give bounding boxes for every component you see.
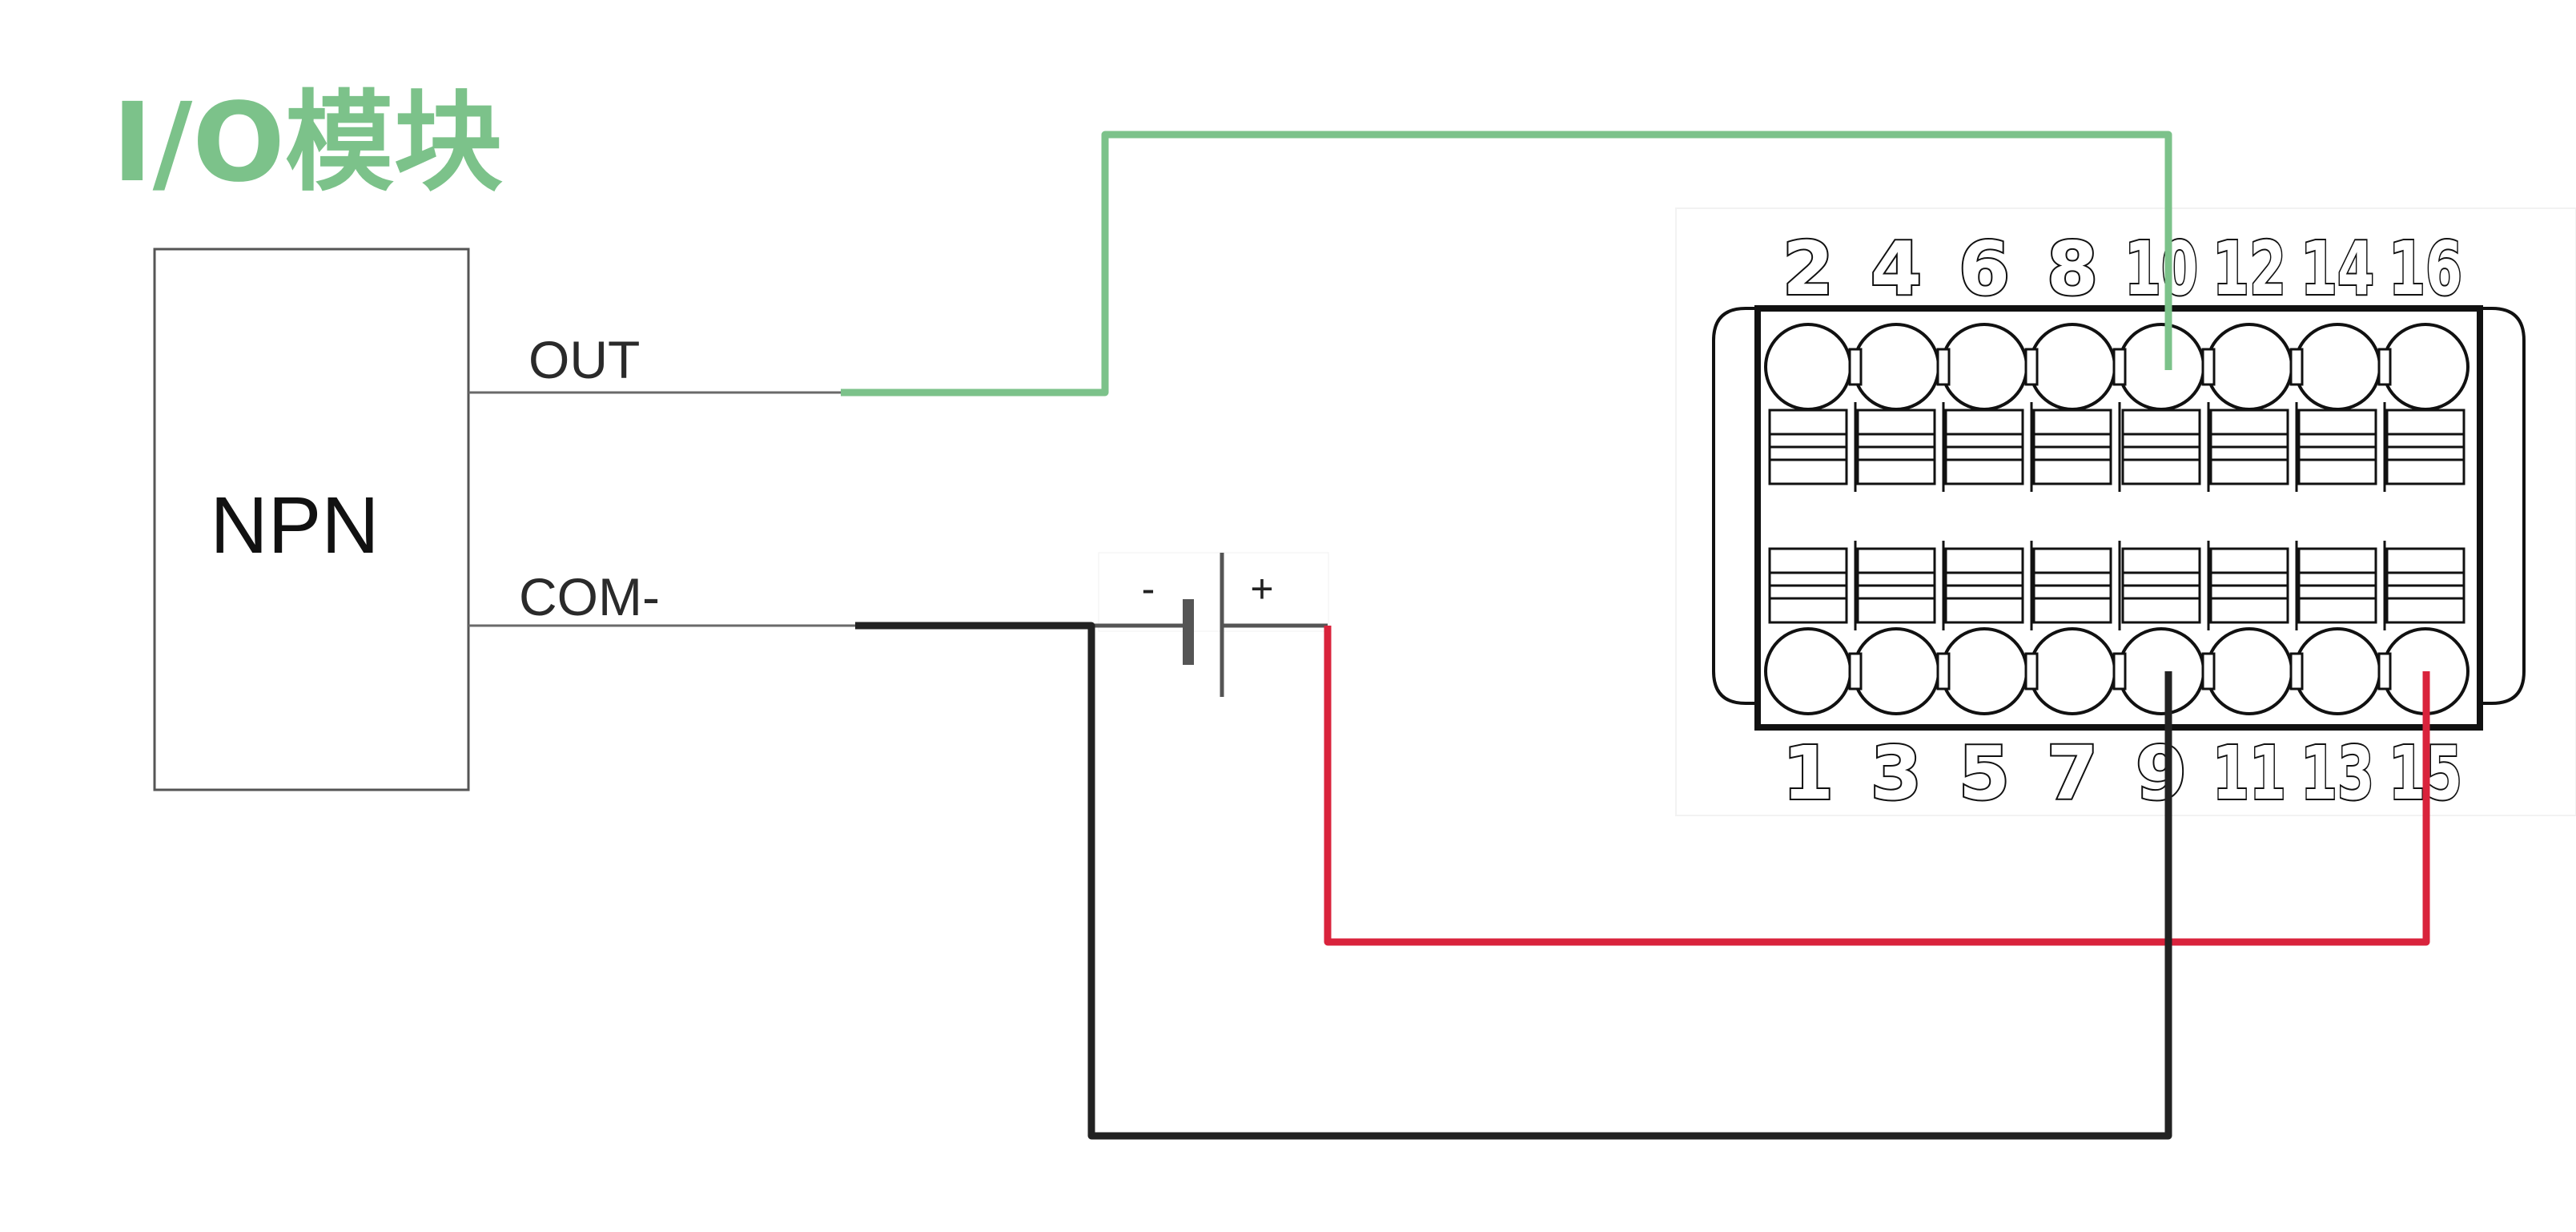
top-screw-divider [1936, 348, 1951, 386]
battery-symbol: - + [1091, 552, 1329, 697]
top-pin-label-2: 2 [1782, 226, 1834, 312]
positive-wire-red [1324, 626, 2430, 946]
top-screw-divider [2024, 348, 2039, 386]
bottom-pin-label-1: 1 [1782, 731, 1834, 816]
top-screw-4 [1852, 323, 1940, 411]
bottom-pin-label-7: 7 [2047, 731, 2098, 816]
top-screw-divider [2377, 348, 2392, 386]
bottom-pin-label-13: 13 [2301, 731, 2374, 816]
terminal-block-frame [1754, 305, 2483, 731]
top-screw-10 [2117, 323, 2205, 411]
top-screw-divider [2201, 348, 2216, 386]
terminal-block-right-bracket [2480, 307, 2526, 705]
top-screw-2 [1764, 323, 1852, 411]
bottom-screw-13 [2293, 627, 2381, 715]
bottom-screw-7 [2028, 627, 2116, 715]
top-screw-row [1764, 323, 2470, 411]
battery-background [1098, 552, 1329, 632]
terminal-block-left-bracket [1712, 307, 1758, 705]
top-pin-label-6: 6 [1959, 226, 2010, 312]
bottom-screw-divider [2377, 652, 2392, 690]
top-screw-12 [2205, 323, 2293, 411]
bottom-screw-1 [1764, 627, 1852, 715]
bottom-screw-divider [1848, 652, 1863, 690]
battery-plus-label: + [1250, 566, 1273, 611]
bottom-screw-divider [2201, 652, 2216, 690]
battery-minus-label: - [1142, 566, 1155, 611]
bottom-screw-3 [1852, 627, 1940, 715]
bottom-screw-divider [2024, 652, 2039, 690]
bottom-screw-5 [1940, 627, 2028, 715]
top-pin-label-10: 10 [2124, 226, 2198, 312]
top-screw-8 [2028, 323, 2116, 411]
out-wire-green [841, 131, 2172, 397]
bottom-pin-label-11: 11 [2212, 731, 2286, 816]
top-screw-divider [2289, 348, 2304, 386]
top-screw-6 [1940, 323, 2028, 411]
com-label: COM- [519, 567, 660, 626]
bottom-screw-9 [2117, 627, 2205, 715]
top-screw-divider [1848, 348, 1863, 386]
bottom-pin-label-3: 3 [1871, 731, 1922, 816]
bottom-screw-divider [1936, 652, 1951, 690]
bottom-screw-11 [2205, 627, 2293, 715]
bottom-screw-divider [2112, 652, 2127, 690]
top-screw-divider [2112, 348, 2127, 386]
top-screw-16 [2381, 323, 2470, 411]
npn-label: NPN [210, 481, 379, 570]
bottom-pin-label-9: 9 [2136, 731, 2187, 816]
npn-device-box [153, 248, 470, 791]
out-label: OUT [528, 330, 640, 389]
diagram-title: I/O模块 [112, 80, 503, 207]
terminal-latches [1768, 402, 2465, 630]
top-screw-14 [2293, 323, 2381, 411]
top-pin-label-16: 16 [2389, 226, 2462, 312]
bottom-screw-divider [2289, 652, 2304, 690]
top-pin-label-8: 8 [2047, 226, 2098, 312]
top-pin-label-14: 14 [2301, 226, 2374, 312]
bottom-pin-label-5: 5 [1959, 731, 2010, 816]
top-pin-label-12: 12 [2212, 226, 2286, 312]
top-pin-label-4: 4 [1871, 226, 1922, 312]
negative-wire-black [855, 622, 2172, 1140]
